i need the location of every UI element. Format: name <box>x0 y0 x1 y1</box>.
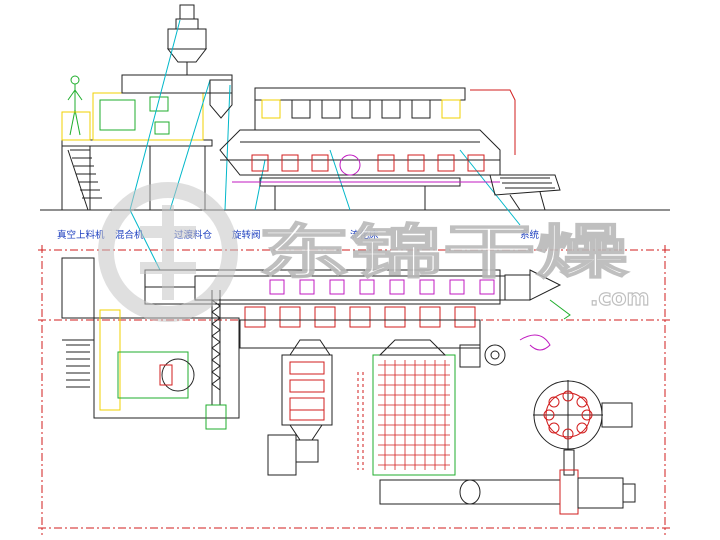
transition-hopper <box>209 79 233 119</box>
plan-platform-railing <box>99 309 121 411</box>
mixer-motor <box>149 96 170 135</box>
operator-figure <box>67 75 83 136</box>
watermark-url: .com <box>590 286 649 311</box>
heat-exchanger-tubes <box>378 360 450 470</box>
flow-arrow <box>519 334 551 351</box>
vibrating-screen <box>489 174 561 211</box>
plan-air-inlets <box>244 306 476 328</box>
exhaust-duct <box>470 89 516 155</box>
blower-fan <box>459 344 506 368</box>
operating-platform <box>61 139 213 211</box>
bag-filter-left-elements <box>289 361 325 421</box>
watermark-logo-mark <box>140 205 196 300</box>
heat-exchanger-hood <box>378 339 447 356</box>
label-fluid-bed: 流化床 <box>350 229 379 241</box>
label-system: 系统 <box>520 229 540 241</box>
dryer-legs <box>274 186 426 210</box>
burner-furnace <box>533 380 633 476</box>
platform-railing <box>61 111 91 141</box>
plan-mixer-frame <box>117 351 189 399</box>
screw-feeder <box>205 290 227 430</box>
plan-view <box>38 245 670 535</box>
dryer-exhaust-hoods <box>261 99 461 119</box>
plan-grid <box>38 245 670 535</box>
elevation-view <box>40 4 670 271</box>
heat-exchanger-headers <box>357 372 364 470</box>
dryer-inspection-ports <box>251 154 485 176</box>
watermark-logo-ring <box>98 182 238 322</box>
burner-ring <box>543 390 593 440</box>
mixer-body <box>99 99 136 131</box>
plan-mixer-drum <box>161 358 195 392</box>
label-mixer: 混合机 <box>115 229 144 241</box>
plan-air-manifold <box>239 319 481 349</box>
plan-mixer-motor <box>159 364 173 386</box>
plan-dryer-ports <box>269 279 495 295</box>
label-vacuum-loader: 真空上料机 <box>57 229 105 241</box>
return-arrow <box>549 299 571 320</box>
watermark: 东锦干燥 .com <box>98 182 650 322</box>
hot-air-duct <box>379 469 636 515</box>
watermark-brand: 东锦干燥 <box>258 218 630 286</box>
bag-filter-left <box>267 339 333 476</box>
label-rotary-valve: 旋转阀 <box>232 229 261 241</box>
